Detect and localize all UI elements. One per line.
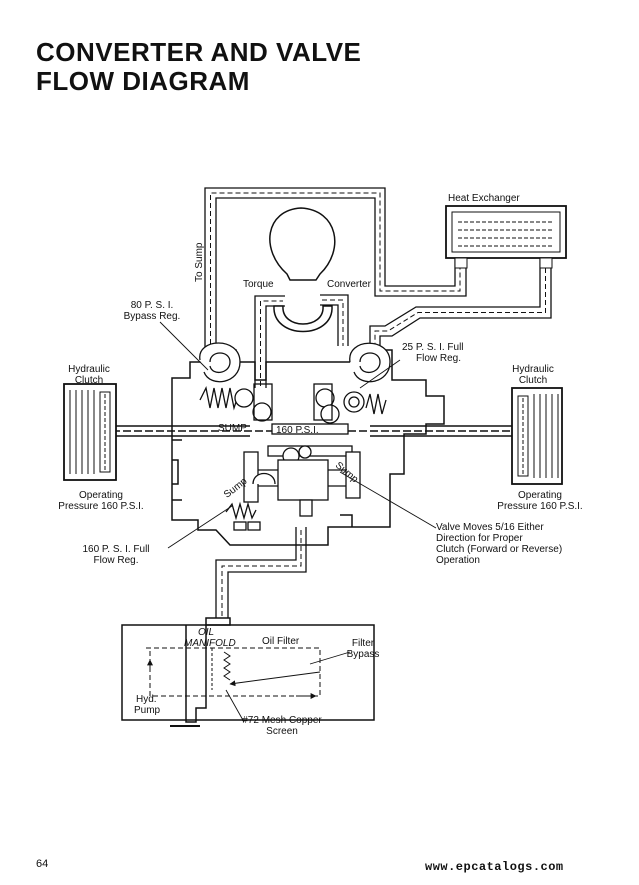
label-hydraulic-clutch-right: Hydraulic Clutch bbox=[500, 364, 566, 386]
label-full-flow-reg-25-line-1: 25 P. S. I. Full bbox=[402, 342, 464, 353]
pipe-to-sump bbox=[204, 187, 467, 362]
label-full-flow-reg-160-line-1: 160 P. S. I. Full bbox=[82, 544, 150, 555]
label-mesh-screen-line-1: #72 Mesh Copper bbox=[242, 715, 322, 726]
label-hydraulic-clutch-right-line-1: Hydraulic bbox=[512, 364, 554, 375]
central-valve bbox=[225, 423, 361, 531]
heat-exchanger bbox=[445, 205, 567, 269]
label-hydraulic-clutch-left-line-1: Hydraulic bbox=[68, 364, 110, 375]
label-op-pressure-left-line-1: Operating bbox=[79, 490, 123, 501]
left-hydraulic-clutch bbox=[63, 383, 117, 481]
label-oil-manifold-line-2: MANIFOLD bbox=[184, 638, 236, 649]
label-hydraulic-clutch-left: Hydraulic Clutch bbox=[56, 364, 122, 386]
title-line-1: CONVERTER AND VALVE bbox=[36, 37, 362, 67]
label-oil-manifold-line-1: OIL bbox=[198, 627, 215, 638]
label-full-flow-reg-25-line-2: Flow Reg. bbox=[416, 353, 462, 364]
label-bypass-reg-line-1: 80 P. S. I. bbox=[130, 300, 174, 311]
label-full-flow-reg-25: 25 P. S. I. Full Flow Reg. bbox=[402, 342, 464, 364]
label-160-psi-center: 160 P.S.I. bbox=[276, 425, 319, 436]
page-number: 64 bbox=[36, 858, 49, 870]
pipe-heat-exchanger-return bbox=[369, 258, 552, 360]
label-valve-moves: Valve Moves 5/16 Either Direction for Pr… bbox=[436, 522, 562, 566]
label-op-pressure-left-line-2: Pressure 160 P.S.I. bbox=[58, 501, 144, 512]
label-full-flow-reg-160: 160 P. S. I. Full Flow Reg. bbox=[68, 544, 164, 566]
pipe-converter-right bbox=[320, 294, 349, 346]
label-mesh-screen-line-2: Screen bbox=[266, 726, 298, 737]
label-op-pressure-right-line-1: Operating bbox=[518, 490, 562, 501]
bypass-regulator bbox=[199, 342, 273, 422]
label-to-sump: To Sump bbox=[194, 242, 205, 282]
label-hyd-pump-line-2: Pump bbox=[134, 705, 161, 716]
full-flow-regulator-25 bbox=[313, 342, 391, 424]
label-op-pressure-right-line-2: Pressure 160 P.S.I. bbox=[497, 501, 583, 512]
leader-lines bbox=[159, 321, 437, 723]
label-oil-manifold: OIL MANIFOLD bbox=[184, 627, 236, 649]
torque-converter bbox=[269, 207, 336, 333]
title-line-2: FLOW DIAGRAM bbox=[36, 66, 250, 96]
watermark: www.epcatalogs.com bbox=[425, 860, 564, 874]
label-full-flow-reg-160-line-2: Flow Reg. bbox=[93, 555, 139, 566]
label-valve-moves-line-4: Operation bbox=[436, 555, 480, 566]
label-oil-filter: Oil Filter bbox=[262, 636, 300, 647]
label-filter-bypass-line-2: Bypass bbox=[346, 649, 380, 660]
label-hydraulic-clutch-left-line-2: Clutch bbox=[74, 375, 104, 386]
label-operating-pressure-left: Operating Pressure 160 P.S.I. bbox=[56, 490, 146, 512]
label-torque: Torque bbox=[243, 279, 274, 290]
oil-filter-block bbox=[121, 617, 375, 727]
label-operating-pressure-right: Operating Pressure 160 P.S.I. bbox=[490, 490, 590, 512]
label-heat-exchanger: Heat Exchanger bbox=[448, 193, 520, 204]
label-sump-top: SUMP bbox=[218, 423, 247, 434]
label-hyd-pump-line-1: Hyd. bbox=[136, 694, 157, 705]
label-valve-moves-line-3: Clutch (Forward or Reverse) bbox=[436, 544, 563, 555]
clutch-shaft bbox=[112, 425, 520, 437]
label-bypass-reg-line-2: Bypass Reg. bbox=[123, 311, 181, 322]
right-hydraulic-clutch bbox=[511, 387, 563, 485]
label-valve-moves-line-1: Valve Moves 5/16 Either bbox=[436, 522, 544, 533]
label-mesh-copper-screen: #72 Mesh Copper Screen bbox=[232, 715, 332, 737]
label-converter: Converter bbox=[327, 279, 371, 290]
pipe-to-manifold bbox=[215, 527, 307, 618]
label-filter-bypass: Filter Bypass bbox=[340, 638, 386, 660]
label-filter-bypass-line-1: Filter bbox=[351, 638, 375, 649]
label-hyd-pump: Hyd. Pump bbox=[134, 694, 160, 716]
diagram-title: CONVERTER AND VALVE FLOW DIAGRAM bbox=[36, 38, 361, 96]
label-bypass-reg: 80 P. S. I. Bypass Reg. bbox=[114, 300, 190, 322]
label-valve-moves-line-2: Direction for Proper bbox=[436, 533, 523, 544]
label-hydraulic-clutch-right-line-2: Clutch bbox=[518, 375, 548, 386]
flow-arrows bbox=[147, 659, 321, 699]
